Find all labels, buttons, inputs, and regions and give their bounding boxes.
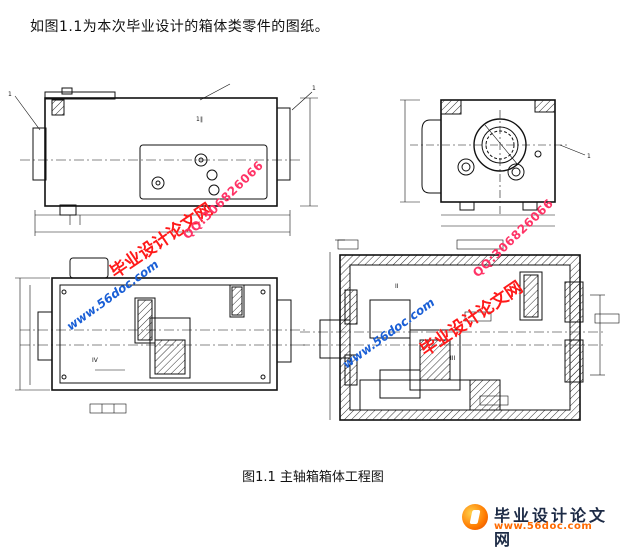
side-view: 1: [400, 99, 591, 227]
svg-text:III: III: [450, 355, 456, 362]
engineering-drawing: 1 1 1∥ 1: [8, 83, 620, 421]
svg-text:IV: IV: [92, 357, 99, 364]
svg-text:1: 1: [587, 153, 591, 160]
intro-text: 如图1.1为本次毕业设计的箱体类零件的图纸。: [30, 19, 330, 35]
svg-text:II: II: [395, 283, 399, 290]
plan-view: IV: [15, 257, 305, 414]
site-logo: 毕业设计论文网 www.56doc.com: [462, 502, 622, 549]
svg-text:1: 1: [312, 85, 316, 92]
logo-url: www.56doc.com: [494, 521, 593, 532]
svg-text:1: 1: [8, 91, 12, 98]
figure-caption: 图1.1 主轴箱箱体工程图: [242, 470, 384, 485]
svg-text:1∥: 1∥: [196, 116, 203, 123]
logo-badge-icon: [462, 504, 488, 530]
section-view: II III: [300, 239, 620, 421]
front-view: 1 1 1∥: [8, 83, 318, 236]
